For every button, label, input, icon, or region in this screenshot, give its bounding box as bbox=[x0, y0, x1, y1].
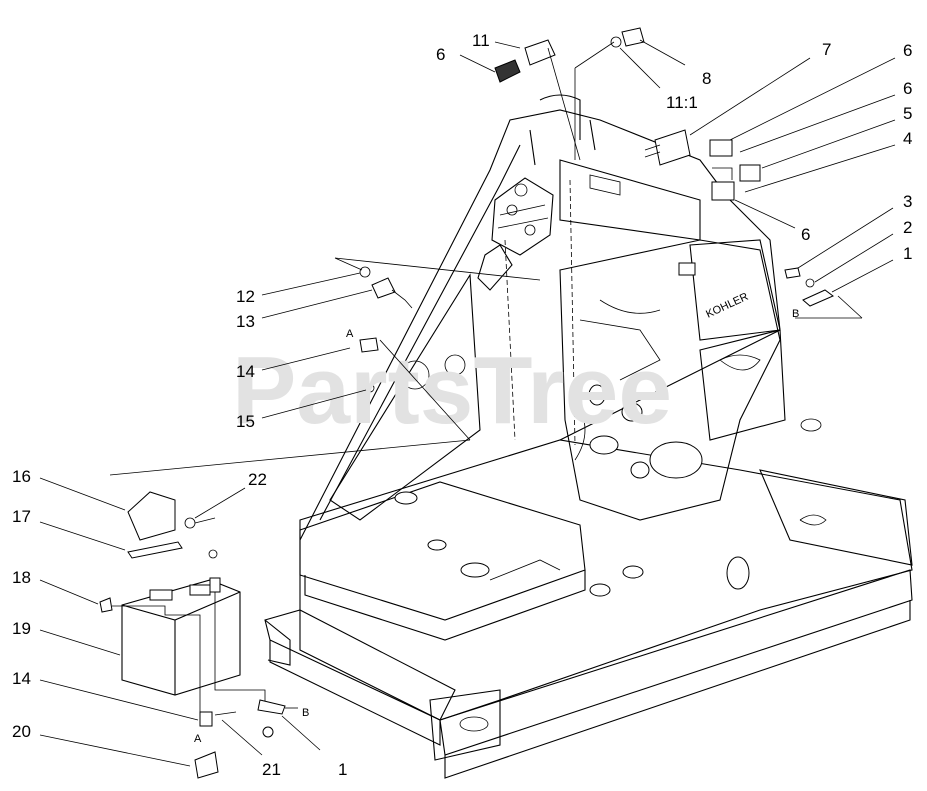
callout-2: 2 bbox=[903, 218, 912, 237]
callout-17: 17 bbox=[12, 507, 31, 526]
callout-5: 5 bbox=[903, 104, 912, 123]
callout-6-r3: 6 bbox=[801, 225, 810, 244]
callout-11-top: 11 bbox=[472, 31, 490, 50]
tower-upright bbox=[299, 94, 781, 541]
callout-7: 7 bbox=[822, 40, 831, 59]
letter-a-mid: A bbox=[346, 328, 354, 340]
control-valve bbox=[477, 177, 554, 291]
watermark: PartsTree bbox=[232, 337, 672, 444]
callout-6-r1: 6 bbox=[903, 41, 912, 60]
callout-numbers: 11 6 8 11:1 7 6 6 5 4 6 3 2 1 12 13 14 1… bbox=[12, 31, 912, 779]
callout-19: 19 bbox=[12, 619, 31, 638]
callout-1-low: 1 bbox=[338, 760, 347, 779]
letter-b-right: B bbox=[792, 308, 799, 320]
letter-b-low: B bbox=[302, 707, 309, 719]
engine: KOHLER bbox=[559, 239, 786, 521]
callout-14-mid: 14 bbox=[236, 362, 255, 381]
callout-1-right: 1 bbox=[903, 244, 912, 263]
callout-8: 8 bbox=[702, 69, 711, 88]
callout-11-1: 11:1 bbox=[666, 93, 698, 112]
engine-brand-label: KOHLER bbox=[704, 291, 750, 321]
callout-12: 12 bbox=[236, 287, 255, 306]
callout-3: 3 bbox=[903, 192, 912, 211]
callout-21: 21 bbox=[262, 760, 281, 779]
callout-4: 4 bbox=[903, 129, 912, 148]
callout-18: 18 bbox=[12, 568, 31, 587]
callout-14-low: 14 bbox=[12, 669, 31, 688]
letter-a-low: A bbox=[194, 733, 202, 745]
callout-6-r2: 6 bbox=[903, 79, 912, 98]
leader-lines bbox=[39, 39, 896, 767]
callout-16: 16 bbox=[12, 467, 31, 486]
small-parts bbox=[99, 27, 834, 779]
callout-6-top: 6 bbox=[436, 45, 445, 64]
chassis-frame bbox=[264, 418, 913, 779]
callout-15: 15 bbox=[236, 412, 255, 431]
callout-13: 13 bbox=[236, 312, 255, 331]
callout-20: 20 bbox=[12, 722, 31, 741]
connection-letters: A B B A bbox=[194, 308, 799, 745]
callout-22: 22 bbox=[248, 470, 267, 489]
